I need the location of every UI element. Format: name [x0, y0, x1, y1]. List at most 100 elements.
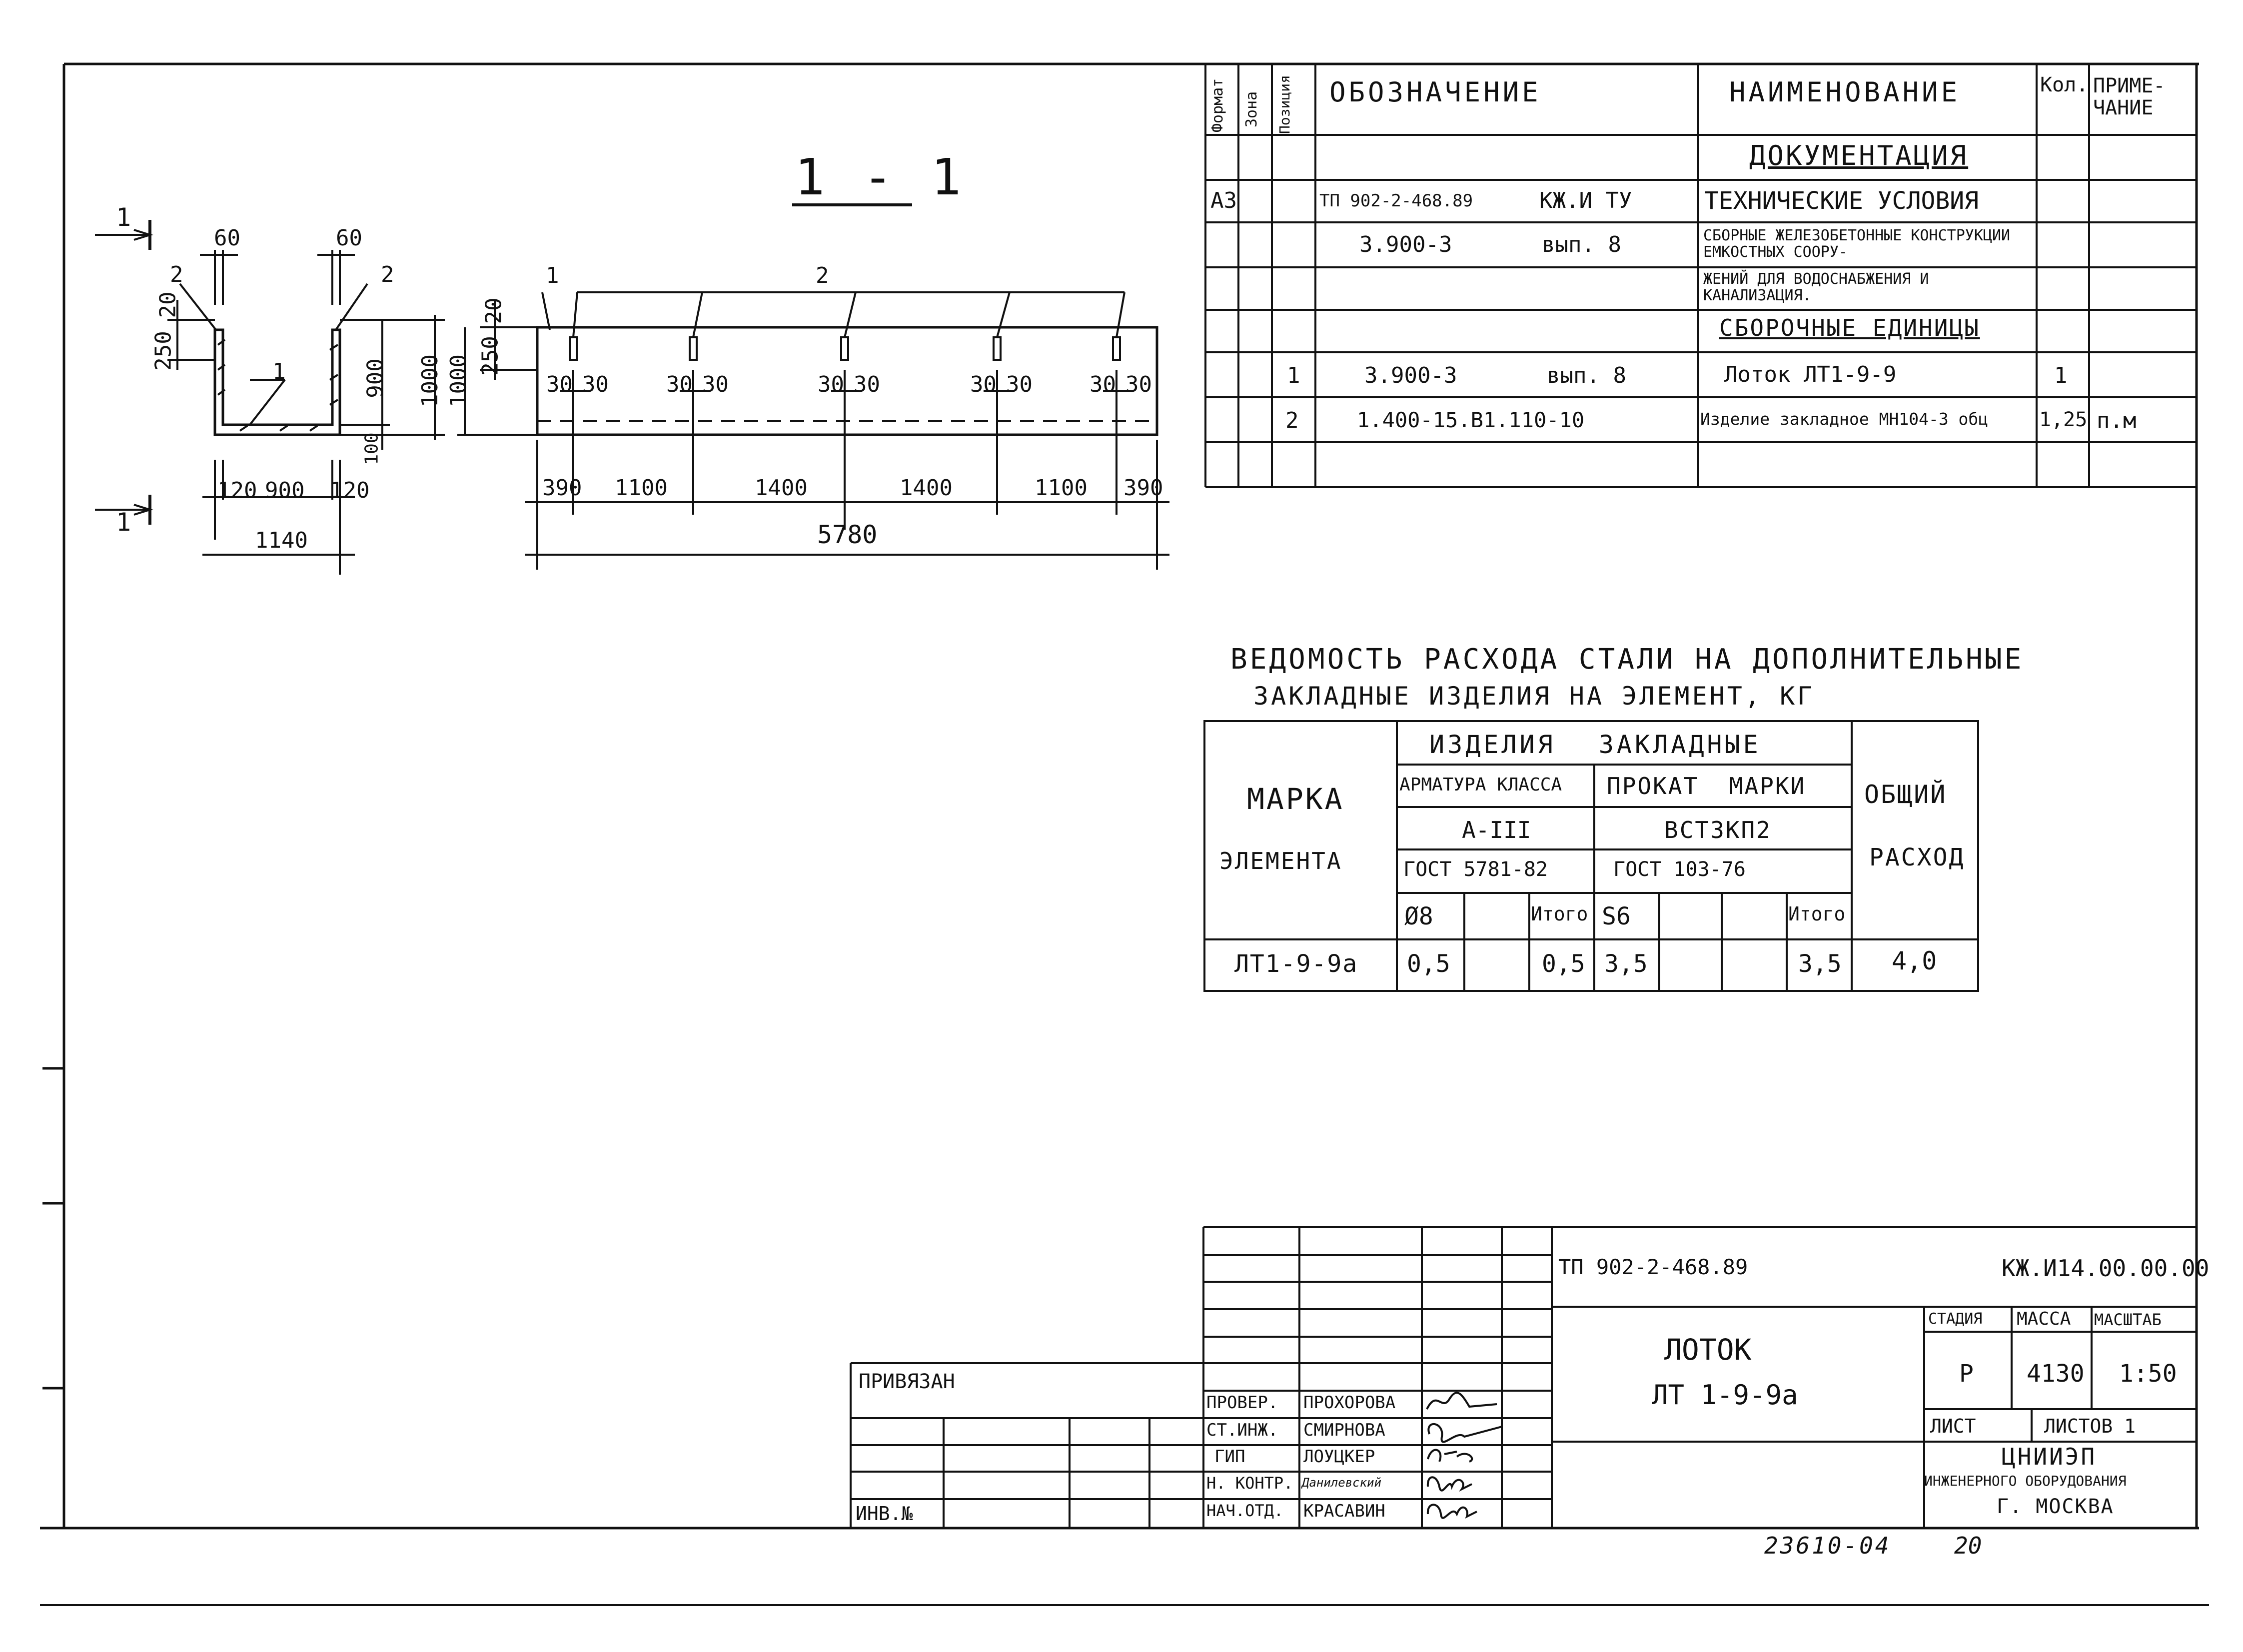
spec-header-position: Позиция	[1276, 74, 1293, 134]
steel-row-value: 3,5	[1798, 950, 1842, 978]
spec-row-code2: вып. 8	[1547, 363, 1626, 388]
stamp-role: Провер.	[1206, 1393, 1278, 1413]
spec-header-qty: Кол.	[2040, 73, 2089, 96]
spec-header-format: Формат	[1209, 78, 1226, 132]
page-number: 20	[1954, 1532, 1982, 1559]
stamp-title-2: ЛТ 1-9-9а	[1652, 1379, 1798, 1411]
cut-mark-bottom: 1	[116, 508, 131, 537]
spec-header-zone: Зона	[1243, 91, 1260, 127]
spec-row-code: 3.900-3	[1359, 232, 1452, 257]
spec-row-code: ТП 902-2-468.89	[1319, 191, 1473, 211]
spec-row-format: А3	[1210, 188, 1237, 213]
anchor-dim: 30	[702, 372, 729, 397]
spec-row-code: 1.400-15.В1.110-10	[1357, 408, 1585, 432]
spec-row-code2: КЖ.И ТУ	[1539, 188, 1632, 213]
spec-row-qty: 1	[2054, 363, 2068, 388]
anchor-dim: 30	[546, 372, 573, 397]
spec-row-name: Лоток ЛТ1-9-9	[1724, 362, 1897, 387]
section-drawing	[95, 203, 1169, 575]
stamp-org-3: г. Москва	[1997, 1495, 2114, 1518]
steel-row-value: 3,5	[1604, 950, 1648, 978]
profile-label-2-left: 2	[170, 262, 183, 287]
steel-sub-total-rebar: Итого	[1531, 903, 1588, 925]
profile-dim-900-bottom: 900	[265, 478, 305, 503]
stamp-role: ГИП	[1214, 1447, 1245, 1467]
span-390-left: 390	[542, 475, 582, 501]
profile-dim-120-left: 120	[217, 478, 257, 503]
spec-row-code2: вып. 8	[1542, 232, 1621, 257]
stamp-sheets: Листов 1	[2044, 1415, 2136, 1437]
profile-dim-20: 20	[155, 291, 181, 318]
span-1100-right: 1100	[1035, 475, 1088, 501]
stamp-mass: 4130	[2027, 1360, 2085, 1388]
steel-sub-total-rolled: Итого	[1788, 903, 1846, 925]
steel-header-rebar: Арматура класса	[1399, 775, 1562, 795]
spec-row-name: Технические условия	[1704, 187, 1979, 215]
spec-section-assemblies: Сборочные единицы	[1719, 314, 1980, 341]
steel-header-items: Изделия закладные	[1429, 730, 1761, 759]
stamp-name: Данилевский	[1302, 1476, 1381, 1490]
steel-header-rolled: Прокат марки	[1607, 773, 1806, 800]
spec-row-name: Изделие закладное МН104-3 обц	[1700, 409, 1989, 429]
steel-header-rolled-gost: ГОСТ 103-76	[1613, 858, 1746, 881]
stamp-role: Нач.отд.	[1206, 1501, 1284, 1520]
spec-row-pos: 2	[1285, 408, 1299, 433]
cut-mark-top: 1	[116, 203, 131, 232]
steel-header-rebar-class: А-III	[1462, 817, 1531, 843]
profile-dim-900: 900	[362, 358, 388, 398]
steel-title-line1: Ведомость расхода стали на дополнительны…	[1230, 643, 2024, 676]
profile-dim-60-left: 60	[214, 225, 240, 251]
steel-sub-d8: Ø8	[1404, 902, 1433, 930]
profile-dim-1000: 1000	[417, 354, 443, 407]
stamp-header-stage: Стадия	[1928, 1310, 1983, 1328]
profile-label-2-right: 2	[381, 262, 394, 287]
steel-header-mark: Марка	[1247, 782, 1344, 816]
steel-title-line2: закладные изделия на элемент, кг	[1253, 682, 1815, 711]
stamp-scale: 1:50	[2119, 1360, 2177, 1388]
anchor-dim: 30	[1125, 372, 1152, 397]
steel-row-total: 4,0	[1892, 946, 1937, 975]
side-dim-20: 20	[481, 297, 507, 324]
profile-dim-120-right: 120	[330, 478, 370, 503]
signatures-image	[1426, 1392, 1502, 1519]
steel-row-value: 0,5	[1407, 950, 1450, 978]
side-total-5780: 5780	[817, 520, 878, 549]
anchor-plates	[569, 336, 1121, 361]
profile-dim-100: 100	[361, 432, 382, 465]
anchor-dim: 30	[970, 372, 997, 397]
profile-dim-1140: 1140	[255, 528, 308, 553]
stamp-name: Красавин	[1303, 1501, 1385, 1521]
stamp-org-1: ЦНИИЭП	[2002, 1443, 2097, 1470]
stamp-privyazan: Привязан	[859, 1370, 955, 1393]
anchor-dim: 30	[1006, 372, 1033, 397]
profile-dim-60-right: 60	[336, 225, 362, 251]
anchor-dim: 30	[854, 372, 880, 397]
steel-header-total1: Общий	[1864, 780, 1947, 809]
side-label-2: 2	[816, 263, 829, 288]
spec-row-name: жений для водоснабжения и канализация.	[1703, 270, 1929, 304]
stamp-project: ТП 902-2-468.89	[1558, 1255, 1748, 1279]
side-dim-1000: 1000	[445, 354, 471, 407]
spec-header-name: Наименование	[1729, 76, 1961, 108]
spec-header-designation: Обозначение	[1329, 76, 1541, 108]
steel-row-value: 0,5	[1542, 950, 1585, 978]
stamp-org-2: инженерного оборудования	[1924, 1473, 2127, 1489]
span-1400-right: 1400	[900, 475, 953, 501]
spec-row-qty: 1,25	[2039, 408, 2088, 431]
section-title: 1 - 1	[795, 148, 966, 206]
spec-row-note: п.м	[2097, 408, 2137, 433]
stamp-inv: Инв.№	[856, 1503, 913, 1525]
stamp-name: Смирнова	[1303, 1420, 1385, 1440]
stamp-name: Лоуцкер	[1303, 1447, 1375, 1467]
stamp-stage: Р	[1959, 1360, 1974, 1388]
steel-header-total2: расход	[1869, 843, 1965, 871]
steel-header-element: элемента	[1219, 847, 1342, 874]
side-dim-250: 250	[477, 336, 503, 376]
profile-label-1: 1	[272, 359, 286, 384]
steel-row-mark: ЛТ1-9-9а	[1234, 950, 1358, 978]
anchor-dim: 30	[582, 372, 609, 397]
stamp-header-mass: Масса	[2017, 1309, 2071, 1329]
steel-header-rolled-grade: ВСт3кп2	[1664, 817, 1772, 843]
spec-row-code: 3.900-3	[1364, 363, 1457, 388]
